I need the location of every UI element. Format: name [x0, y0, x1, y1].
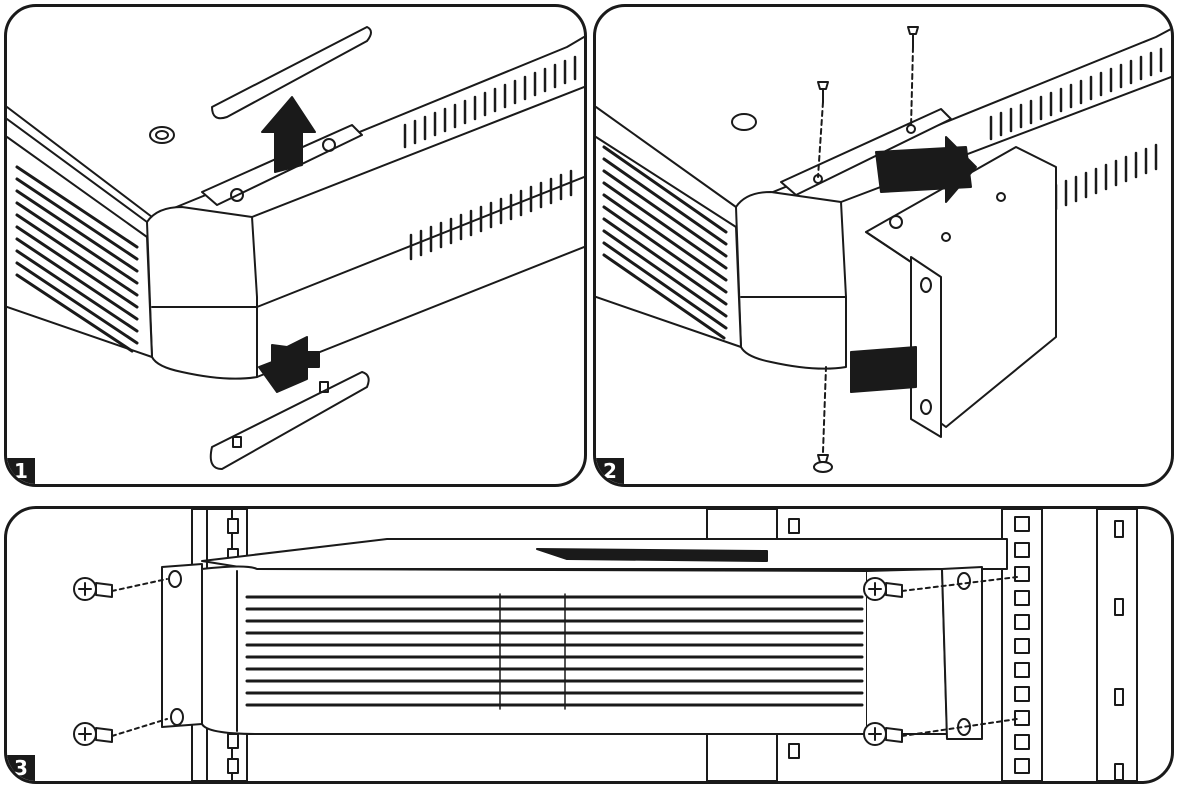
top-screw-hole — [731, 113, 757, 131]
screw-icon — [863, 722, 903, 746]
rack-rail-holes — [227, 516, 1124, 781]
step-2-panel: 2 — [593, 4, 1174, 487]
screw-guide-line — [910, 46, 914, 128]
ups-side-top — [251, 86, 584, 218]
screw-icon — [863, 577, 903, 601]
bottom-foot-removed — [209, 371, 370, 470]
right-bracket-hole-top — [957, 572, 971, 590]
step-number-badge: 2 — [596, 458, 624, 484]
push-arrow-head — [945, 136, 977, 203]
step-number-badge: 1 — [7, 458, 35, 484]
screw-guide-line — [901, 718, 1018, 737]
left-rack-bracket — [161, 563, 203, 728]
screw-guide-line — [901, 576, 1018, 592]
up-arrow-icon — [261, 96, 316, 173]
foot-clip-2 — [232, 436, 242, 448]
screw-icon — [813, 454, 833, 473]
step-1-illustration — [7, 26, 584, 470]
side-vents-top — [989, 47, 1163, 141]
ups-left-face — [7, 136, 153, 358]
step-2-illustration — [596, 26, 1171, 473]
top-screw-hole — [149, 126, 175, 144]
bracket-ear-hole-1 — [920, 277, 932, 293]
side-vents-bottom — [1054, 143, 1158, 211]
ups-corner-block — [735, 191, 847, 370]
push-arrow-icon-lower — [850, 346, 917, 393]
bracket-screw-1 — [996, 192, 1006, 202]
step-3-panel: 3 — [4, 506, 1174, 784]
left-vents — [15, 165, 139, 353]
top-foot-removed — [211, 26, 372, 120]
screw-icon — [907, 26, 919, 48]
front-vents — [245, 595, 864, 707]
ups-top-shade — [536, 548, 768, 562]
bracket-ear-hole-2 — [920, 399, 932, 415]
bracket-screw-2 — [941, 232, 951, 242]
step-number-badge: 3 — [7, 755, 35, 781]
plate-screw-1 — [230, 188, 244, 202]
bracket-hole-top — [889, 215, 903, 229]
foot-clip-1 — [319, 381, 329, 393]
ups-front-face — [201, 565, 868, 735]
plate-hole-2 — [906, 124, 916, 134]
screw-guide-line — [111, 578, 168, 592]
left-vents — [602, 145, 728, 340]
top-screw-hole-inner — [155, 130, 169, 140]
plate-screw-2 — [322, 138, 336, 152]
screw-guide-line — [817, 101, 824, 178]
side-vents-top — [403, 55, 577, 149]
top-mount-plate — [780, 108, 952, 196]
step-1-panel: 1 — [4, 4, 587, 487]
left-bracket-hole-bottom — [170, 708, 184, 726]
ups-corner-block — [146, 206, 258, 380]
step-3-illustration — [73, 509, 1138, 781]
right-rack-bracket — [941, 566, 983, 740]
ups-top-edge-inner — [7, 118, 148, 223]
left-bracket-hole-top — [168, 570, 182, 588]
screw-guide-line — [822, 366, 827, 453]
down-arrow-icon — [258, 336, 320, 393]
screw-icon — [817, 81, 829, 103]
screw-guide-line — [111, 718, 168, 737]
screw-icon — [73, 577, 113, 601]
side-vents-bottom — [409, 169, 573, 261]
screw-icon — [73, 722, 113, 746]
